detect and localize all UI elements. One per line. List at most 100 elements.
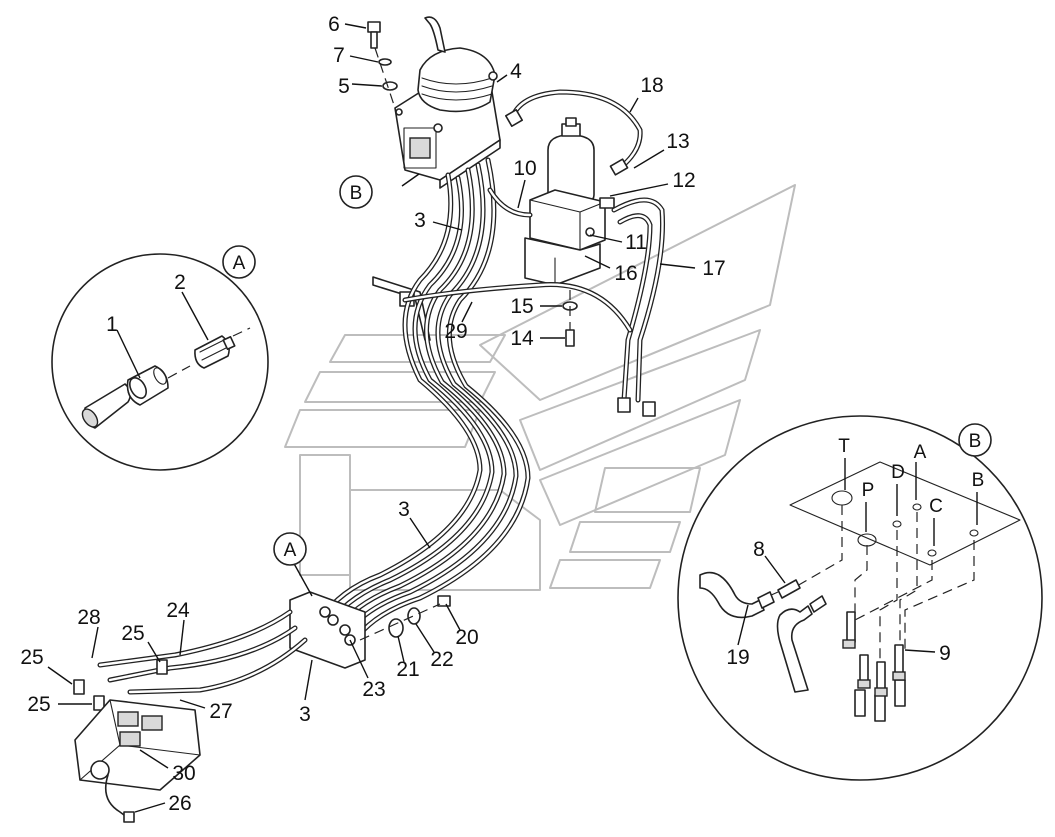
callout-3b: 3 [398,498,410,521]
leader-7 [349,55,379,63]
hose-bracket [372,276,431,341]
detail-b [677,415,1043,781]
callout-11: 11 [625,231,647,254]
mounting-bracket [524,237,601,286]
callout-21: 21 [396,658,419,681]
leader-23 [349,639,369,679]
washer-5 [382,81,398,91]
callout-28: 28 [77,606,100,629]
bolt-20 [359,595,451,641]
control-valve-block [74,699,201,791]
adapter-fitting [194,335,236,369]
callout-19: 19 [726,646,749,669]
callout-15: 15 [510,295,533,318]
port-c [927,549,937,557]
callout-12: 12 [672,169,695,192]
svg-text:B: B [350,183,363,204]
port-label-b: B [972,470,985,491]
control-plate [789,461,1021,566]
washer-7 [378,58,392,66]
callout-5: 5 [338,75,350,98]
hose-bundle-3 [317,157,531,655]
bolt-6 [367,21,381,49]
callout-25c: 25 [27,693,50,716]
callout-3c: 3 [299,703,311,726]
view-b-badge: B [339,175,373,209]
hose-18 [505,89,643,176]
hose-29 [402,282,633,333]
detail-a [51,253,269,471]
callout-18: 18 [640,74,663,97]
callout-13: 13 [666,130,689,153]
joystick-control-valve [394,16,501,189]
callout-25a: 25 [20,646,43,669]
callout-3a: 3 [414,209,426,232]
fitting-25a [73,679,85,695]
port-label-d: D [891,462,905,483]
callout-2: 2 [174,271,186,294]
bolt-14 [565,329,575,347]
leader-view-b [401,173,420,187]
callout-6: 6 [328,13,340,36]
leader-24 [179,619,185,656]
leader-25b [147,641,161,663]
leader-1 [116,329,141,379]
leader-8 [764,555,786,584]
port-a [912,503,922,511]
svg-text:A: A [284,540,297,561]
callout-22: 22 [430,648,453,671]
leader-28 [91,626,99,659]
leader-22 [415,623,435,653]
callout-14: 14 [510,327,534,350]
leader-4 [496,74,508,83]
port-d [892,520,902,528]
washer-22 [407,607,421,625]
leader-view-a [291,559,313,597]
hose-17 [611,197,665,417]
port-label-c: C [929,496,943,517]
washer-21 [388,618,404,638]
leader-16 [584,255,611,269]
hose-26 [104,774,135,823]
leader-30 [139,749,169,769]
leader-9 [904,649,936,653]
callout-26: 26 [168,792,191,815]
callout-27: 27 [209,700,232,723]
pilot-hose-right [776,595,827,693]
view-a-badge: A [273,532,307,566]
leader-21 [397,635,405,663]
fitting-25b [156,659,168,675]
fittings-9 [842,611,906,722]
port-b [969,529,979,537]
hose-10 [487,187,533,218]
callout-7: 7 [333,44,345,67]
callout-24: 24 [166,599,190,622]
callout-4: 4 [510,60,522,83]
leader-3c [304,659,313,701]
leader-3a [432,221,463,231]
leader-11 [589,234,623,243]
leader-27 [179,699,206,709]
leader-3b [409,517,431,549]
callout-23: 23 [362,678,385,701]
hose-27 [127,637,308,695]
leader-5 [351,83,383,87]
port-label-a: A [914,442,927,463]
leader-29 [461,301,473,323]
callout-17: 17 [702,257,725,280]
detail-a-badge: A [222,245,256,279]
leader-6 [344,23,367,29]
port-label-p: P [862,480,875,501]
svg-text:A: A [233,253,246,274]
callout-30: 30 [172,762,195,785]
leader-20 [445,603,461,631]
leader-18 [629,97,639,113]
bulkhead-plate [289,591,366,669]
hose-24 [97,609,293,668]
callout-25b: 25 [121,622,144,645]
leader-19 [737,604,749,646]
leader-12 [609,183,669,197]
fitting-25c [93,695,105,711]
